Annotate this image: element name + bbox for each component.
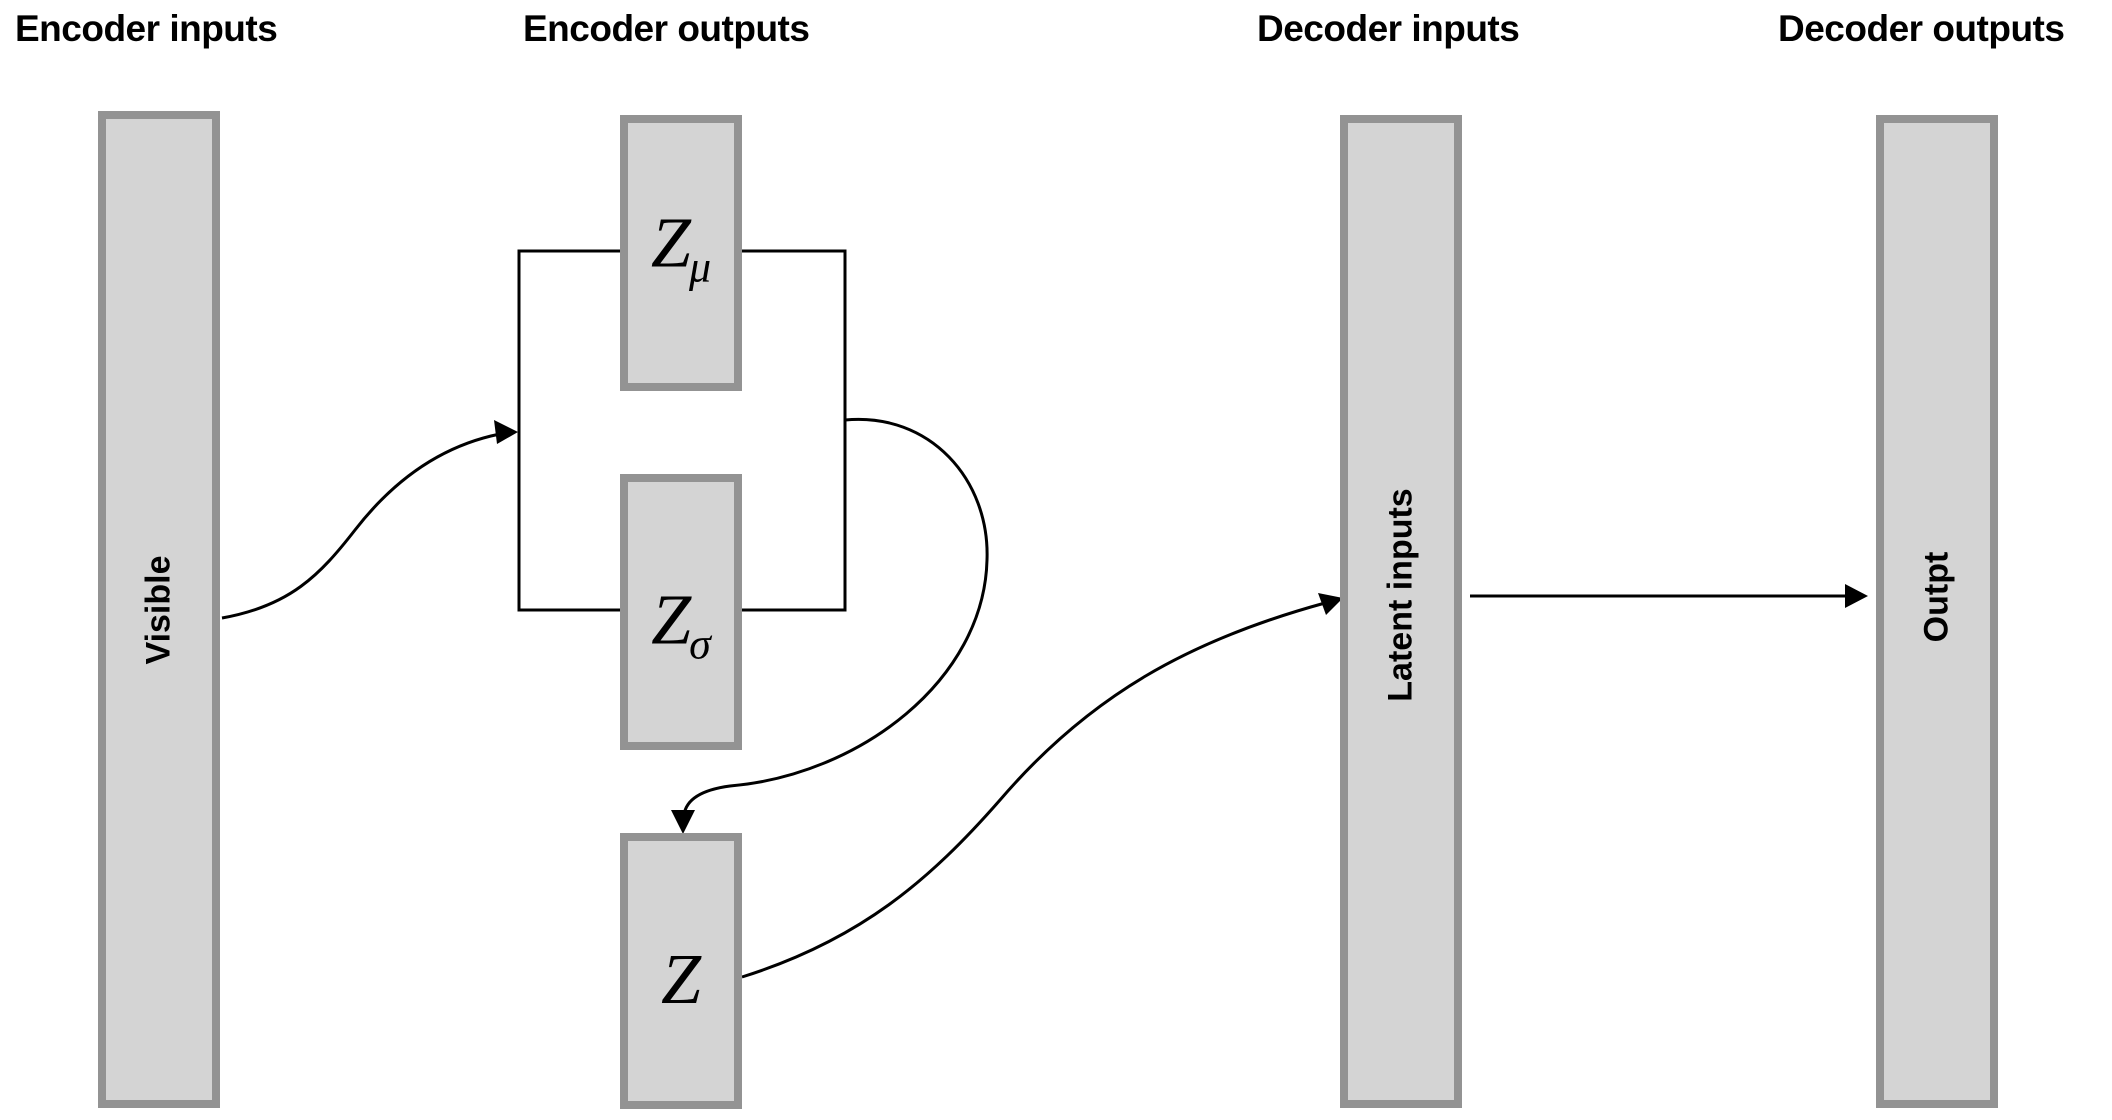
node-visible-label: Visible bbox=[139, 555, 178, 664]
node-visible: Visible bbox=[98, 111, 220, 1108]
edge-bracket-to-z bbox=[682, 417, 989, 816]
arrowhead-visible-to-bracket bbox=[494, 420, 518, 444]
arrowhead-latent-to-output bbox=[1845, 584, 1868, 608]
node-z-sigma: Zσ bbox=[620, 474, 742, 750]
heading-decoder-inputs: Decoder inputs bbox=[1257, 8, 1520, 49]
node-output-label: Outpt bbox=[1917, 551, 1956, 643]
heading-encoder-outputs: Encoder outputs bbox=[523, 8, 810, 49]
node-latent-inputs: Latent inputs bbox=[1340, 115, 1462, 1108]
node-z-label: Z bbox=[660, 938, 702, 1019]
z-mu-symbol: Z bbox=[650, 202, 691, 283]
node-z-sigma-label: Zσ bbox=[651, 583, 711, 666]
node-z-mu: Zμ bbox=[620, 115, 742, 391]
arrowhead-bracket-to-z bbox=[671, 810, 695, 834]
z-sigma-subscript: σ bbox=[689, 619, 711, 669]
edge-z-to-latent bbox=[741, 601, 1326, 979]
z-mu-subscript: μ bbox=[688, 242, 712, 292]
heading-encoder-inputs: Encoder inputs bbox=[15, 8, 278, 49]
z-sigma-symbol: Z bbox=[651, 579, 692, 660]
arrowhead-z-to-latent bbox=[1318, 593, 1343, 615]
node-z: Z bbox=[620, 833, 742, 1109]
edge-visible-to-bracket bbox=[221, 432, 501, 620]
node-latent-inputs-label: Latent inputs bbox=[1381, 488, 1420, 702]
encoder-bracket bbox=[517, 249, 847, 612]
node-z-mu-label: Zμ bbox=[651, 206, 711, 289]
heading-decoder-outputs: Decoder outputs bbox=[1778, 8, 2065, 49]
node-output: Outpt bbox=[1876, 115, 1998, 1108]
